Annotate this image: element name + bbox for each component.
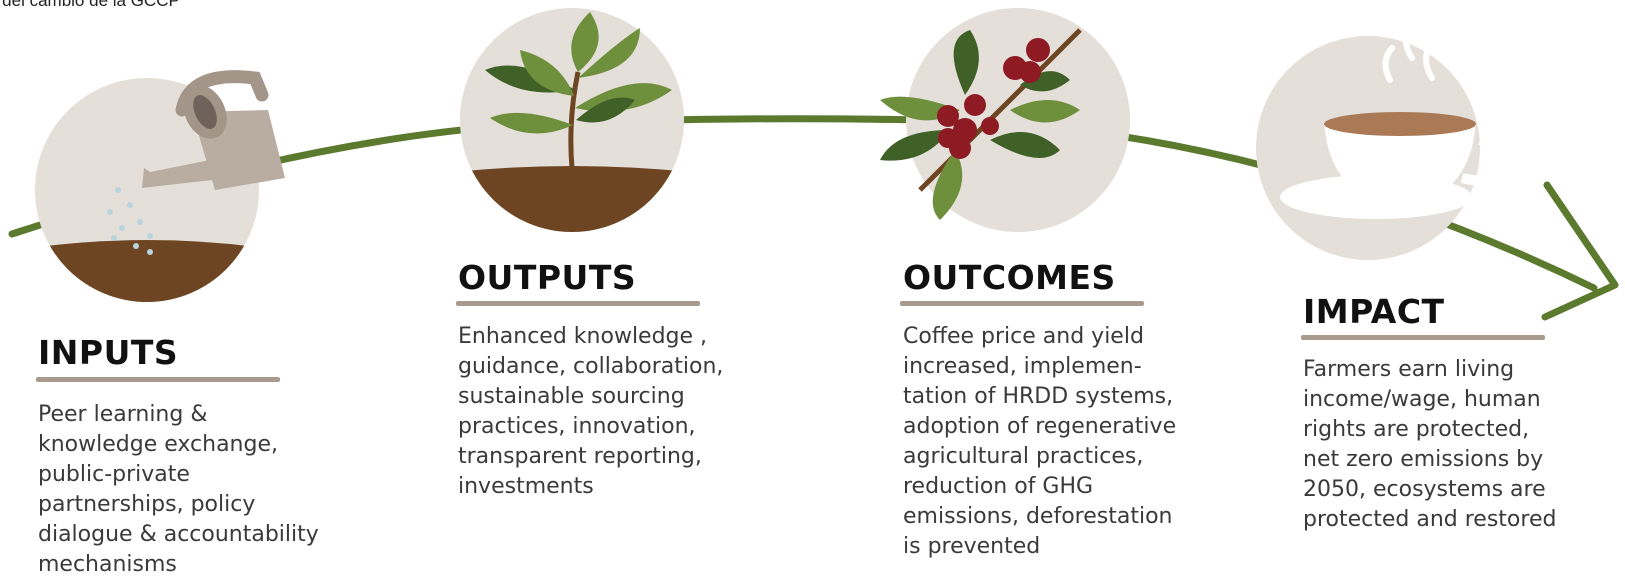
stage-description: Farmers earn living income/wage, human r… (1303, 357, 1557, 532)
stage-description: Enhanced knowledge , guidance, collabora… (458, 324, 724, 499)
stage-title: OUTCOMES (903, 258, 1116, 297)
stage-divider (456, 301, 700, 306)
stage-title: IMPACT (1303, 292, 1445, 331)
stage-title: OUTPUTS (458, 258, 637, 297)
stage-title: INPUTS (38, 333, 179, 372)
watering-can-icon (35, 70, 285, 302)
stage-divider (36, 377, 280, 382)
stage-description: Coffee price and yield increased, implem… (903, 324, 1177, 559)
stage-description: Peer learning & knowledge exchange, publ… (38, 402, 319, 577)
stage-divider (900, 301, 1144, 306)
seedling-icon (460, 8, 684, 232)
stage-divider (1301, 335, 1545, 340)
arrow-head-icon (1541, 181, 1619, 321)
page-caption: a del cambio de la GCCP (0, 0, 180, 10)
coffee-branch-icon (880, 8, 1130, 232)
coffee-cup-icon (1256, 0, 1509, 260)
